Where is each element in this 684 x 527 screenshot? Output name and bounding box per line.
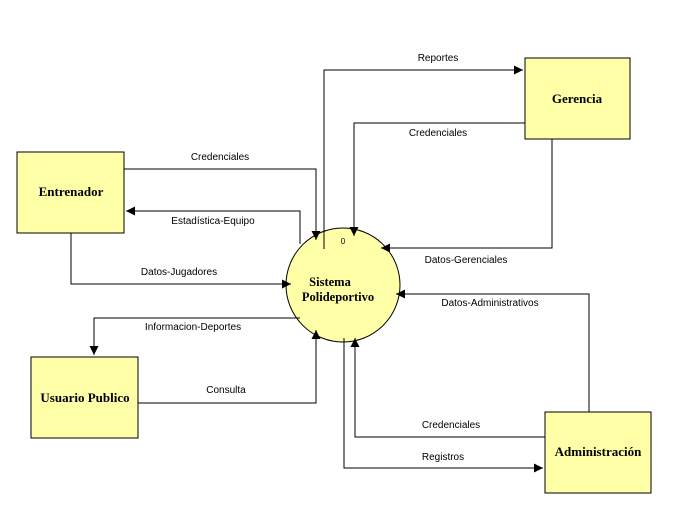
entity-box-usuario-publico <box>30 356 139 439</box>
process-sistema-polideportivo: 0 Sistema Polideportivo <box>285 227 401 343</box>
flow-informacion-deportes: Informacion-Deportes <box>89 317 300 355</box>
flow-label-credenciales-gerencia: Credenciales <box>409 128 467 139</box>
flow-line-consulta <box>138 330 321 404</box>
flow-line-datos-jugadores <box>70 233 291 289</box>
flow-registros: Registros <box>343 338 543 473</box>
entity-usuario-publico: Usuario Publico <box>30 356 139 439</box>
flow-line-reportes <box>323 65 523 249</box>
flow-credenciales-gerencia: Credenciales <box>349 122 525 236</box>
entity-label-usuario-publico: Usuario Publico <box>40 390 129 405</box>
flow-line-registros <box>343 338 543 473</box>
flow-label-consulta: Consulta <box>206 385 246 396</box>
flow-credenciales-admin: Credenciales <box>350 338 545 438</box>
flow-label-informacion-deportes: Informacion-Deportes <box>145 322 241 333</box>
flow-datos-gerenciales: Datos-Gerenciales <box>381 139 553 266</box>
flow-line-datos-administrativos <box>396 289 590 412</box>
flow-label-datos-administrativos: Datos-Administrativos <box>441 298 538 309</box>
entity-label-gerencia: Gerencia <box>552 91 603 106</box>
process-number: 0 <box>341 237 346 246</box>
entity-gerencia: Gerencia <box>524 57 631 140</box>
flow-label-credenciales-admin: Credenciales <box>422 420 480 431</box>
flow-label-credenciales-entrenador: Credenciales <box>191 152 249 163</box>
flow-credenciales-entrenador: Credenciales <box>124 152 321 240</box>
flow-consulta: Consulta <box>138 330 321 404</box>
entity-box-administracion <box>544 411 652 494</box>
flow-line-credenciales-gerencia <box>349 122 525 236</box>
flow-label-datos-jugadores: Datos-Jugadores <box>141 267 217 278</box>
flow-reportes: Reportes <box>323 53 523 249</box>
entity-label-administracion: Administración <box>555 444 642 459</box>
entity-box-gerencia <box>524 57 631 140</box>
flow-label-registros: Registros <box>422 452 464 463</box>
flow-line-informacion-deportes <box>89 317 300 355</box>
flow-line-credenciales-admin <box>350 338 545 438</box>
flow-line-estadistica-equipo <box>126 206 301 244</box>
flow-line-datos-gerenciales <box>381 139 553 253</box>
flow-label-reportes: Reportes <box>418 53 459 64</box>
flow-label-datos-gerenciales: Datos-Gerenciales <box>425 255 508 266</box>
process-label-line1: Sistema <box>309 275 351 289</box>
flow-datos-administrativos: Datos-Administrativos <box>396 289 590 412</box>
process-label-line2: Polideportivo <box>302 290 374 304</box>
flow-label-estadistica-equipo: Estadística-Equipo <box>171 216 255 227</box>
entity-administracion: Administración <box>544 411 652 494</box>
entity-entrenador: Entrenador <box>16 151 125 234</box>
flow-estadistica-equipo: Estadística-Equipo <box>126 206 301 244</box>
flow-line-credenciales-entrenador <box>124 168 321 240</box>
entity-label-entrenador: Entrenador <box>39 184 104 199</box>
flow-datos-jugadores: Datos-Jugadores <box>70 233 291 289</box>
entity-box-entrenador <box>16 151 125 234</box>
